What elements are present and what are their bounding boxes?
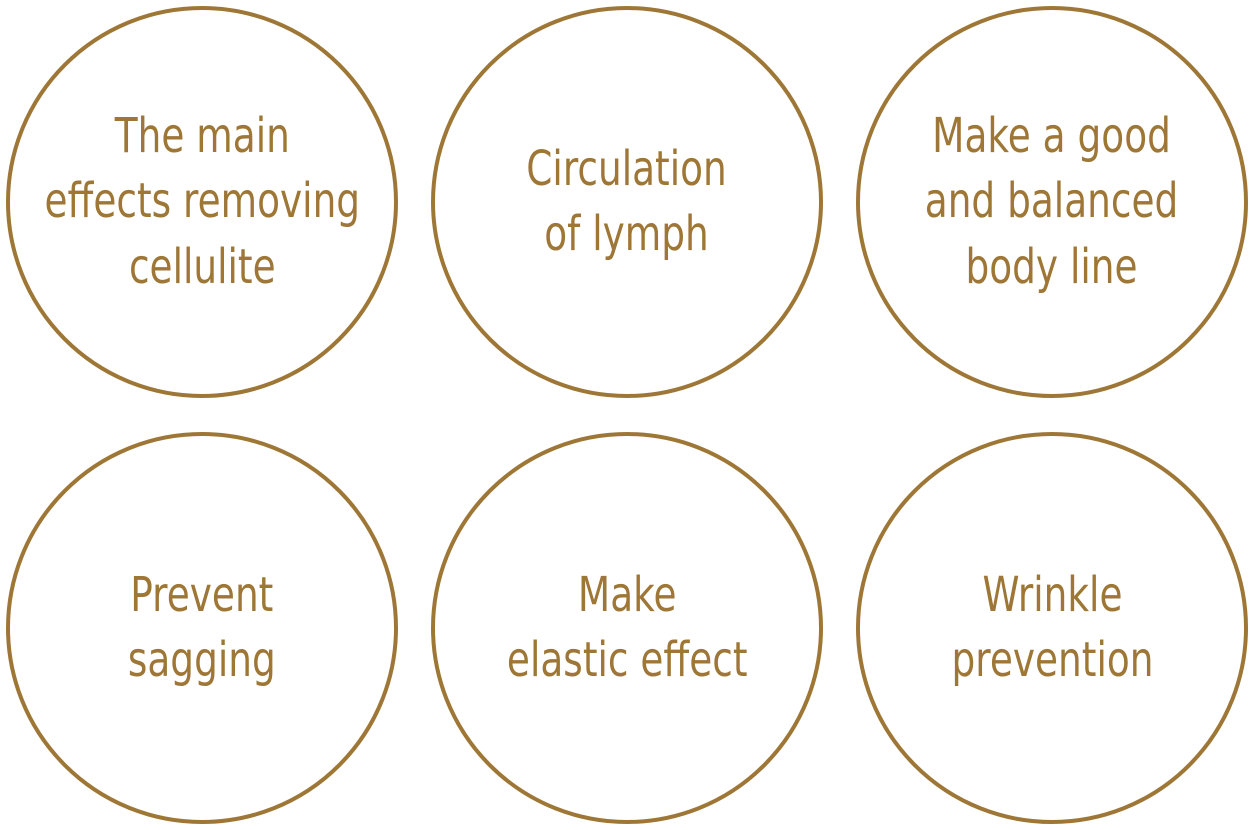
effect-circle-sagging: Prevent sagging <box>6 432 398 824</box>
effect-label-line: Wrinkle <box>981 566 1122 623</box>
effect-label-line: body line <box>965 238 1139 295</box>
effect-label-line: Make <box>577 566 677 623</box>
effect-label-line: elastic effect <box>506 632 748 688</box>
effect-label-line: Prevent <box>130 566 274 623</box>
effect-circle-lymph: Circulation of lymph <box>431 6 823 398</box>
effect-label-line: Circulation <box>526 140 728 197</box>
effect-label-line: cellulite <box>128 238 276 295</box>
effect-label-line: prevention <box>950 632 1153 688</box>
effect-label-line: sagging <box>128 632 276 688</box>
effect-circle-body-line: Make a good and balanced body line <box>856 6 1248 398</box>
effect-circle-cellulite: The main effects removing cellulite <box>6 6 398 398</box>
effect-label-line: Make a good <box>932 108 1172 165</box>
effect-label-line: effects removing <box>44 173 360 230</box>
effect-label-line: The main <box>114 108 290 165</box>
effect-label-line: of lymph <box>544 206 710 262</box>
effect-label: Wrinkle prevention <box>951 563 1153 694</box>
effect-label: Prevent sagging <box>128 563 276 694</box>
effect-label: Make a good and balanced body line <box>925 104 1179 300</box>
effect-circle-elastic: Make elastic effect <box>431 432 823 824</box>
effect-label: Make elastic effect <box>507 563 748 694</box>
effect-circle-wrinkle: Wrinkle prevention <box>856 432 1248 824</box>
effect-label: The main effects removing cellulite <box>44 104 360 300</box>
effect-label: Circulation of lymph <box>527 137 727 268</box>
effect-label-line: and balanced <box>925 173 1179 230</box>
